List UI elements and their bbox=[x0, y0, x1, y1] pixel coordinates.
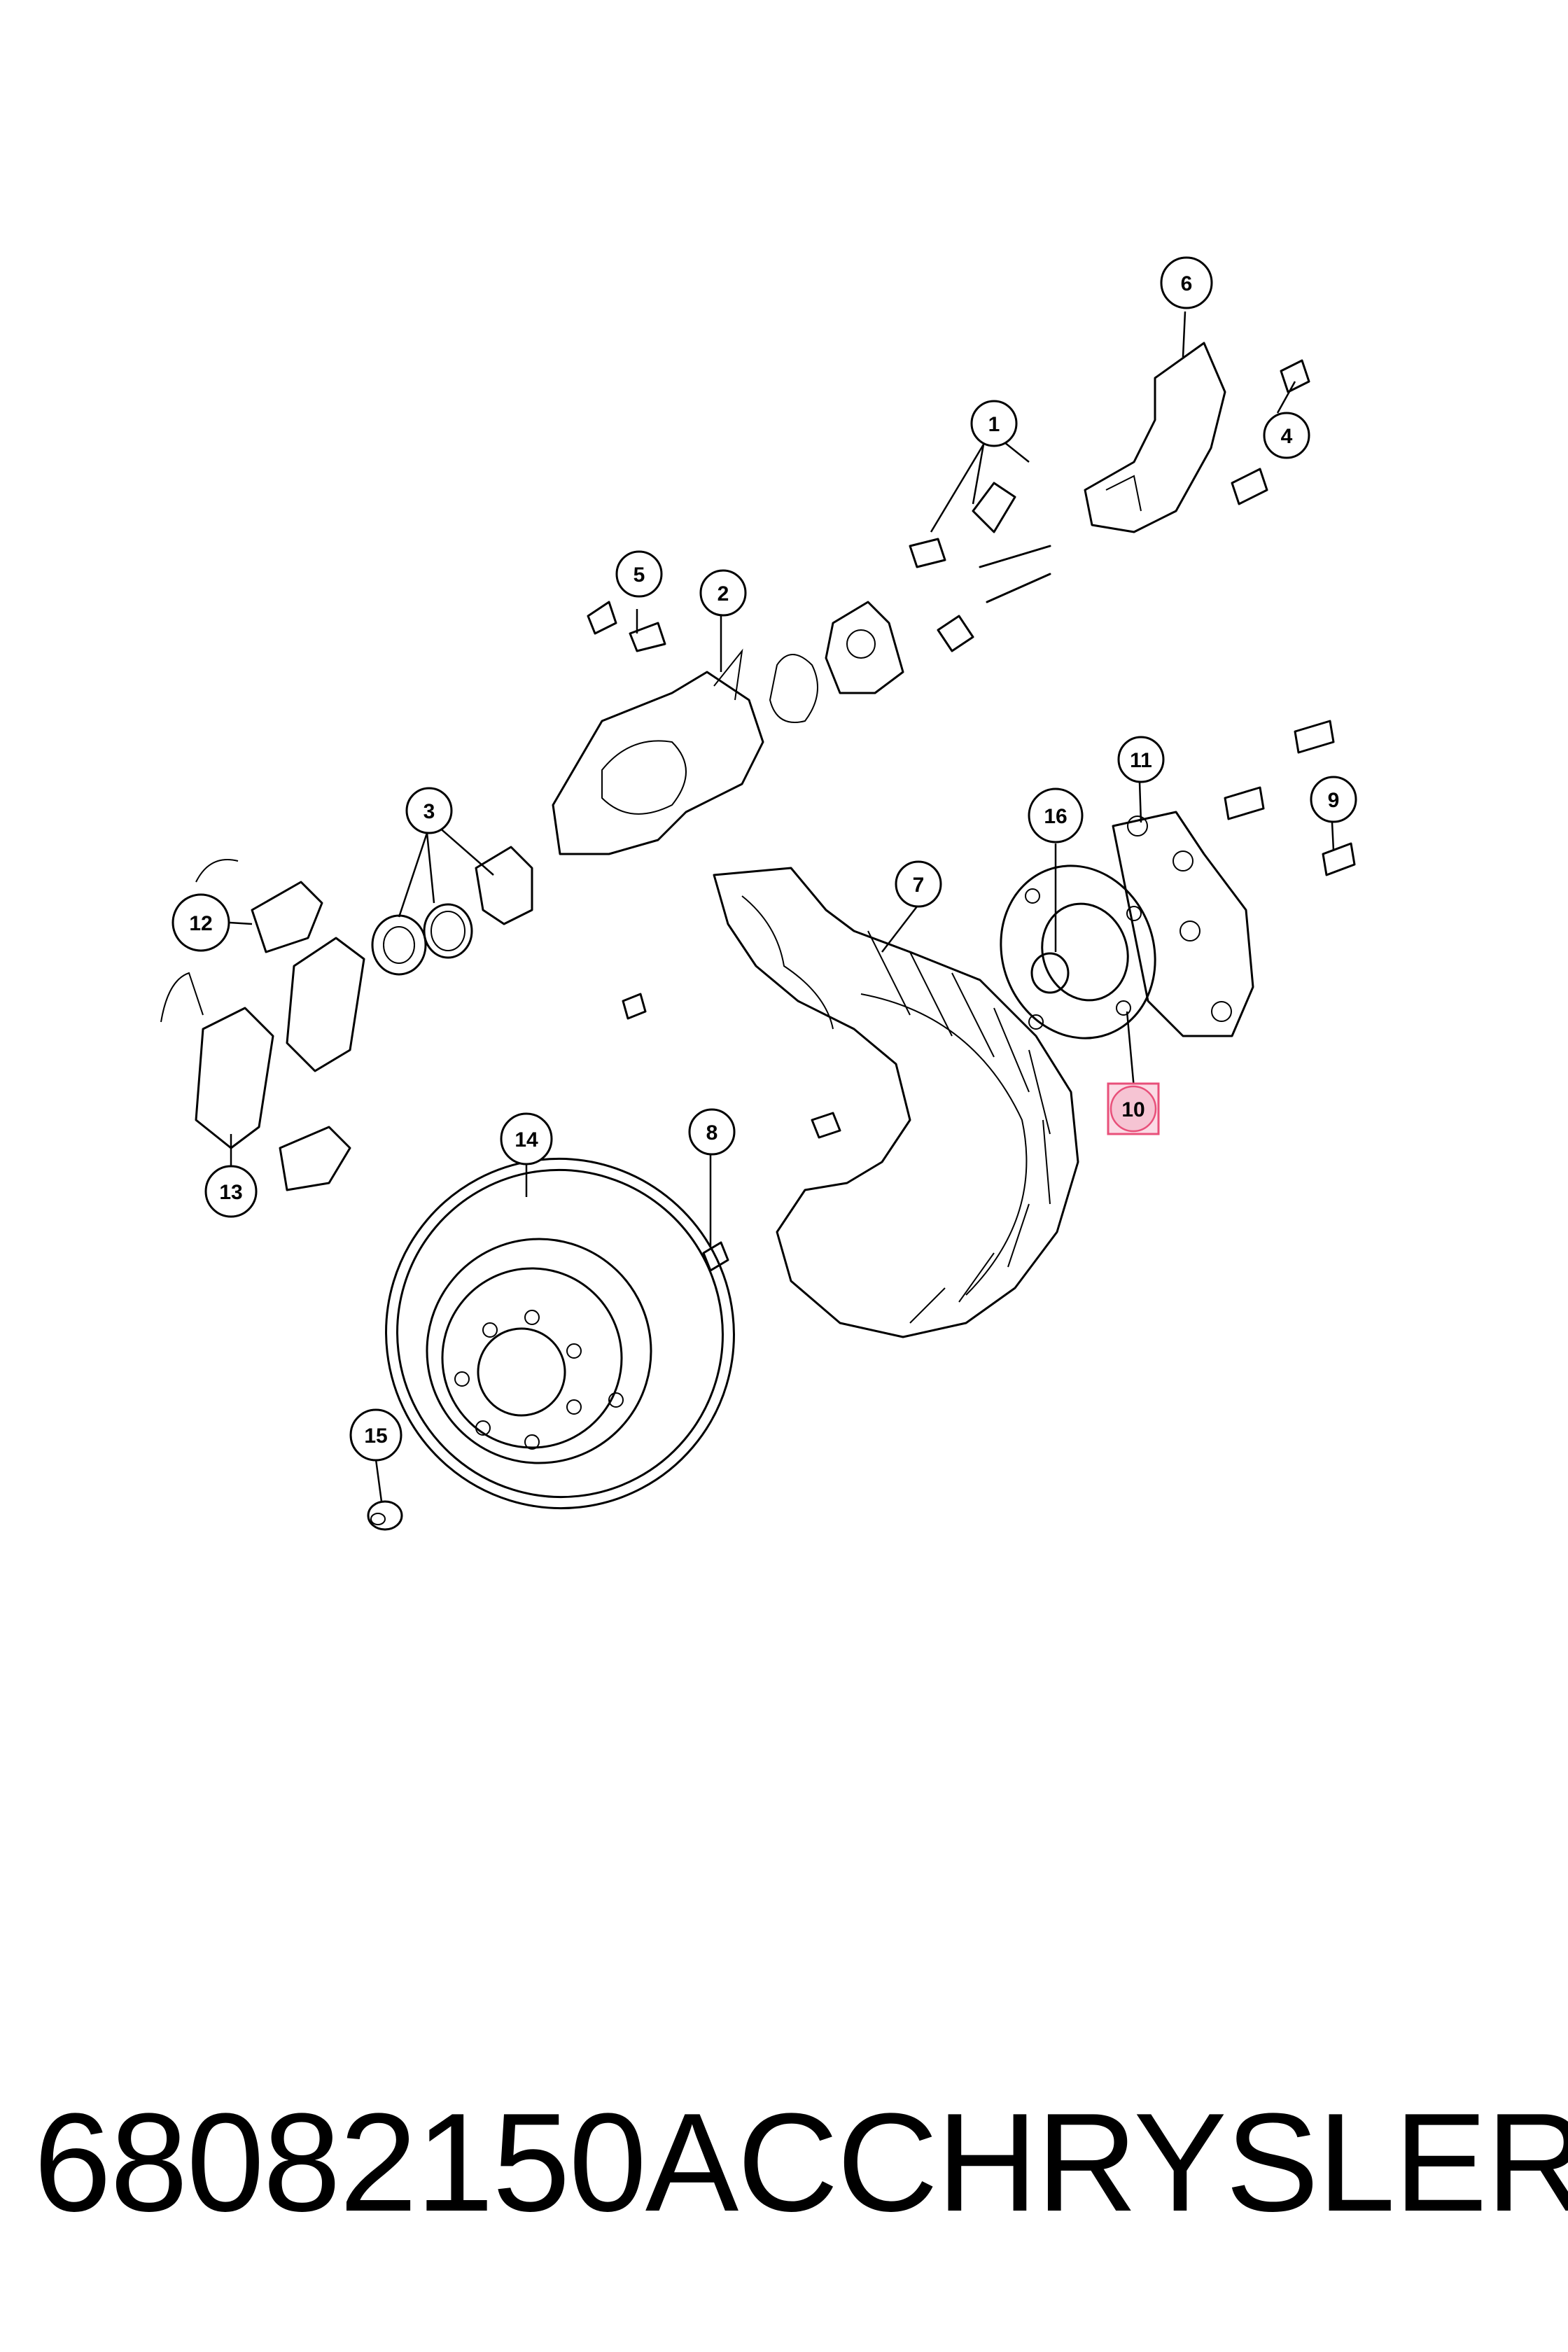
caliper-bracket bbox=[1084, 342, 1226, 533]
callout-4: 4 bbox=[1263, 412, 1310, 459]
brake-rotor bbox=[385, 1157, 735, 1510]
callout-8-label: 8 bbox=[706, 1121, 718, 1144]
callout-10-label: 10 bbox=[1121, 1098, 1144, 1121]
callout-3: 3 bbox=[405, 787, 453, 834]
dust-shield bbox=[713, 867, 1079, 1338]
callout-15-label: 15 bbox=[364, 1424, 387, 1448]
caliper-mounting-plate bbox=[769, 601, 904, 723]
callout-12-label: 12 bbox=[189, 912, 212, 935]
caliper-housing bbox=[552, 648, 764, 855]
callout-13-label: 13 bbox=[219, 1181, 242, 1204]
callout-7-label: 7 bbox=[913, 874, 925, 897]
callout-14: 14 bbox=[500, 1112, 553, 1166]
callout-3-label: 3 bbox=[424, 800, 435, 823]
fasteners bbox=[367, 359, 1356, 1531]
callout-10[interactable]: 10 bbox=[1107, 1082, 1160, 1135]
callout-1: 1 bbox=[970, 400, 1018, 447]
callout-11: 11 bbox=[1117, 736, 1165, 783]
brake-assembly-diagram: 1 2 3 4 5 6 7 8 9 10 11 12 bbox=[160, 256, 1357, 1531]
callout-4-label: 4 bbox=[1281, 425, 1293, 448]
callout-1-label: 1 bbox=[988, 413, 1000, 436]
callout-14-label: 14 bbox=[514, 1128, 538, 1152]
callout-9: 9 bbox=[1310, 776, 1357, 823]
callout-13: 13 bbox=[204, 1165, 258, 1218]
hub-bearing bbox=[1000, 864, 1156, 1040]
callout-6: 6 bbox=[1160, 256, 1213, 309]
anti-rattle-clips bbox=[160, 859, 239, 1023]
callout-2-label: 2 bbox=[718, 582, 729, 606]
callout-6-label: 6 bbox=[1181, 272, 1193, 295]
callout-16-label: 16 bbox=[1044, 805, 1067, 828]
callout-7: 7 bbox=[895, 860, 942, 908]
callout-12: 12 bbox=[172, 893, 230, 952]
callout-9-label: 9 bbox=[1328, 789, 1340, 812]
callout-15: 15 bbox=[349, 1408, 402, 1462]
knuckle-bracket bbox=[1112, 811, 1254, 1037]
footer-caption: 68082150AC CHRYSLER bbox=[0, 2086, 1568, 2240]
leader-lines bbox=[229, 311, 1335, 1502]
brand-name: CHRYSLER bbox=[836, 2085, 1568, 2241]
callout-5: 5 bbox=[615, 550, 663, 598]
callout-16: 16 bbox=[1028, 788, 1084, 844]
callout-5-label: 5 bbox=[634, 564, 645, 587]
part-number: 68082150AC bbox=[34, 2085, 839, 2241]
callout-2: 2 bbox=[699, 569, 747, 617]
callout-8: 8 bbox=[688, 1108, 736, 1156]
piston-seal-kit bbox=[371, 846, 533, 976]
callout-11-label: 11 bbox=[1130, 749, 1152, 772]
brake-pads bbox=[195, 881, 365, 1191]
